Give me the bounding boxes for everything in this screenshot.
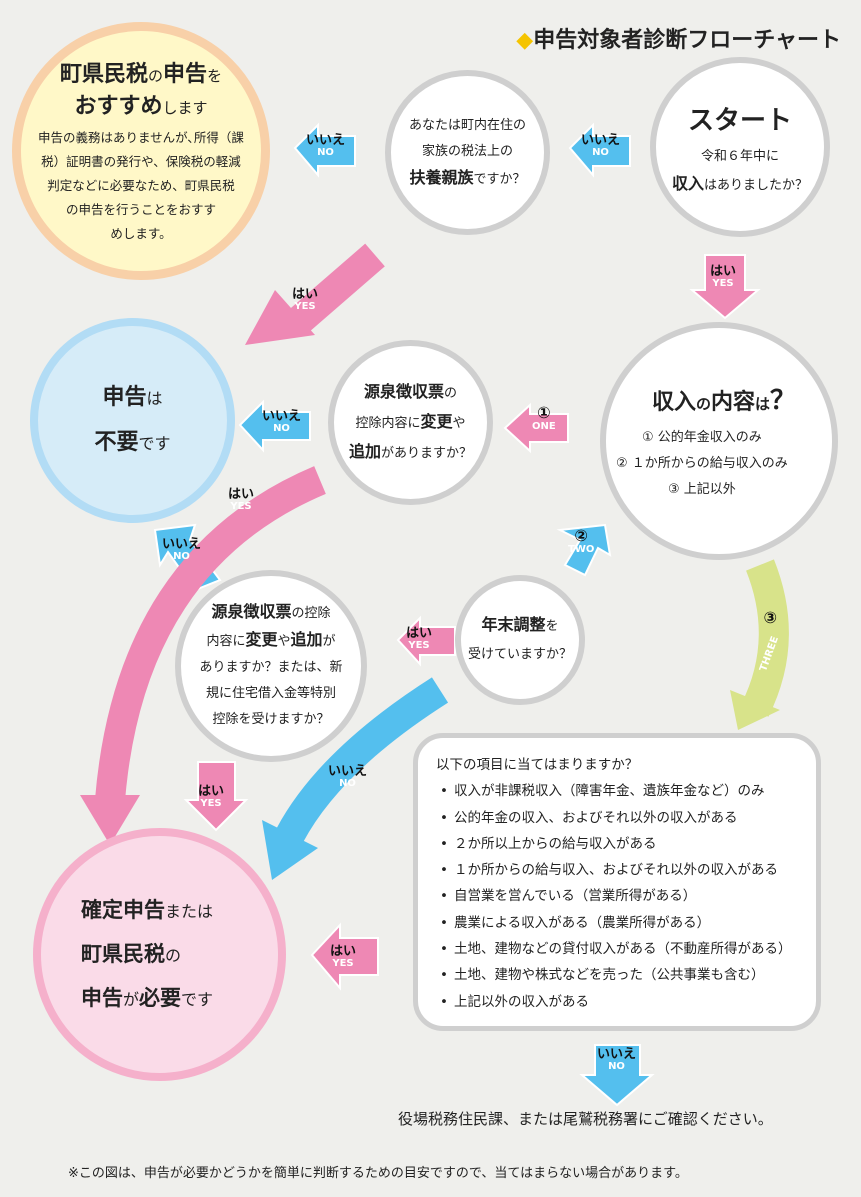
confirm-text: 役場税務住民課、または尾鷲税務署にご確認ください。	[398, 1110, 773, 1128]
yes-arrow-big-curve	[95, 466, 326, 802]
withholding2-question: 源泉徴収票の控除 内容に変更や追加が ありますか？または、新規に住宅借入金等特別…	[175, 570, 367, 762]
no-arrow-start-to-dependent	[568, 122, 631, 178]
three-arrow	[741, 559, 789, 717]
checklist-heading: 以下の項目に当てはまりますか？	[436, 757, 639, 773]
bullet-icon: •	[440, 914, 448, 931]
bullet-icon: •	[440, 809, 448, 826]
yes-arrow-box	[310, 922, 379, 991]
required-circle: 確定申告または 町県民税の 申告が必要です	[33, 828, 286, 1081]
diamond-icon: ◆	[516, 28, 534, 53]
checklist-item: •収入が非課税収入（障害年金、遺族年金など）のみ	[440, 783, 765, 800]
footnote: ※この図は、申告が必要かどうかを簡単に判断するための目安ですので、当てはまらない…	[68, 1166, 688, 1181]
checklist-item: •公的年金の収入、およびそれ以外の収入がある	[440, 809, 738, 826]
page-title: ◆申告対象者診断フローチャート	[516, 22, 841, 54]
checklist-item: •自営業を営んでいる（営業所得がある）	[440, 888, 697, 905]
bullet-icon: •	[440, 993, 448, 1010]
bullet-icon: •	[440, 941, 448, 958]
not-needed-circle: 申告は 不要です	[30, 318, 235, 523]
checklist-item: •２か所以上からの給与収入がある	[440, 835, 657, 852]
recommend-body: 申告の義務はありませんが､所得（課税）証明書の発行や、保険税の軽減判定などに必要…	[38, 130, 244, 241]
two-arrow	[556, 523, 612, 577]
dependent-question: あなたは町内在住の家族の税法上の 扶養親族ですか？	[385, 70, 550, 235]
no-arrow-dependent-to-recommend	[293, 122, 356, 178]
no-arrow-withholding-to-notneeded	[238, 399, 311, 453]
yes-arrow-start-down	[689, 254, 761, 320]
checklist-item: •土地、建物などの貸付収入がある（不動産所得がある）	[440, 941, 792, 958]
no-arrow-yearend-curve	[276, 677, 449, 843]
withholding-question: 源泉徴収票の 控除内容に変更や 追加がありますか？	[328, 340, 493, 505]
checklist-item: •１か所からの給与収入、およびそれ以外の収入がある	[440, 862, 778, 879]
title-text: 申告対象者診断フローチャート	[533, 28, 841, 53]
bullet-icon: •	[440, 862, 448, 879]
yes-arrow-dependent-to-notneeded	[290, 243, 385, 332]
income-checklist-box: 以下の項目に当てはまりますか？ •収入が非課税収入（障害年金、遺族年金など）のみ…	[413, 733, 821, 1031]
bullet-icon: •	[440, 835, 448, 852]
start-circle: スタート 令和６年中に 収入はありましたか？	[650, 57, 830, 237]
checklist-item: •上記以外の収入がある	[440, 993, 589, 1010]
year-end-question: 年末調整を 受けていますか？	[455, 575, 585, 705]
bullet-icon: •	[440, 783, 448, 800]
recommend-heading: 町県民税の申告を	[59, 62, 223, 87]
recommend-circle: 町県民税の申告を おすすめします 申告の義務はありませんが､所得（課税）証明書の…	[12, 22, 270, 280]
bullet-icon: •	[440, 967, 448, 984]
checklist-item: •土地、建物や株式などを売った（公共事業も含む）	[440, 967, 765, 984]
bullet-icon: •	[440, 888, 448, 905]
checklist-item: •農業による収入がある（農業所得がある）	[440, 914, 711, 931]
one-arrow	[503, 402, 569, 454]
no-arrow-down	[579, 1044, 655, 1107]
yes-arrow-withholding2	[183, 761, 249, 832]
